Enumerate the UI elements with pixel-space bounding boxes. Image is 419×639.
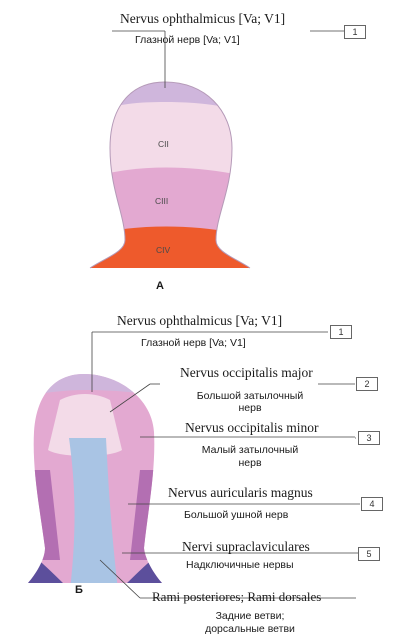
zone-label-cIV: CIV (156, 245, 170, 255)
label-b6-russian-line1: Задние ветви; (190, 611, 310, 622)
number-box-b4: 4 (361, 497, 383, 511)
label-b3-russian-line2: нерв (180, 458, 320, 469)
label-b6-latin: Rami posteriores; Rami dorsales (152, 590, 321, 603)
head-diagram-a (80, 70, 280, 280)
number-box-a1: 1 (344, 25, 366, 39)
number-box-b5: 5 (358, 547, 380, 561)
label-b3-russian-line1: Малый затылочный (180, 445, 320, 456)
head-diagram-b (20, 365, 170, 590)
panel-letter-a: A (156, 280, 164, 292)
zone-label-cIII: CIII (155, 196, 168, 206)
zone-label-cII: CII (158, 139, 169, 149)
label-b2-russian-line2: нерв (180, 403, 320, 414)
label-b4-latin: Nervus auricularis magnus (168, 486, 313, 500)
label-b5-latin: Nervi supraclaviculares (182, 540, 310, 554)
label-b3-latin: Nervus occipitalis minor (185, 421, 318, 435)
label-b1-russian: Глазной нерв [Va; V1] (141, 338, 246, 349)
number-box-b1: 1 (330, 325, 352, 339)
label-b5-russian: Надключичные нервы (186, 560, 294, 571)
label-b6-russian-line2: дорсальные ветви (190, 624, 310, 635)
label-b2-latin: Nervus occipitalis major (180, 366, 313, 380)
label-a1-russian: Глазной нерв [Va; V1] (135, 35, 240, 46)
panel-letter-b: Б (75, 584, 83, 596)
label-b1-latin: Nervus ophthalmicus [Va; V1] (117, 314, 282, 328)
label-b4-russian: Большой ушной нерв (184, 510, 288, 521)
number-box-b2: 2 (356, 377, 378, 391)
label-b2-russian-line1: Большой затылочный (180, 391, 320, 402)
number-box-b3: 3 (358, 431, 380, 445)
label-a1-latin: Nervus ophthalmicus [Va; V1] (120, 12, 285, 26)
